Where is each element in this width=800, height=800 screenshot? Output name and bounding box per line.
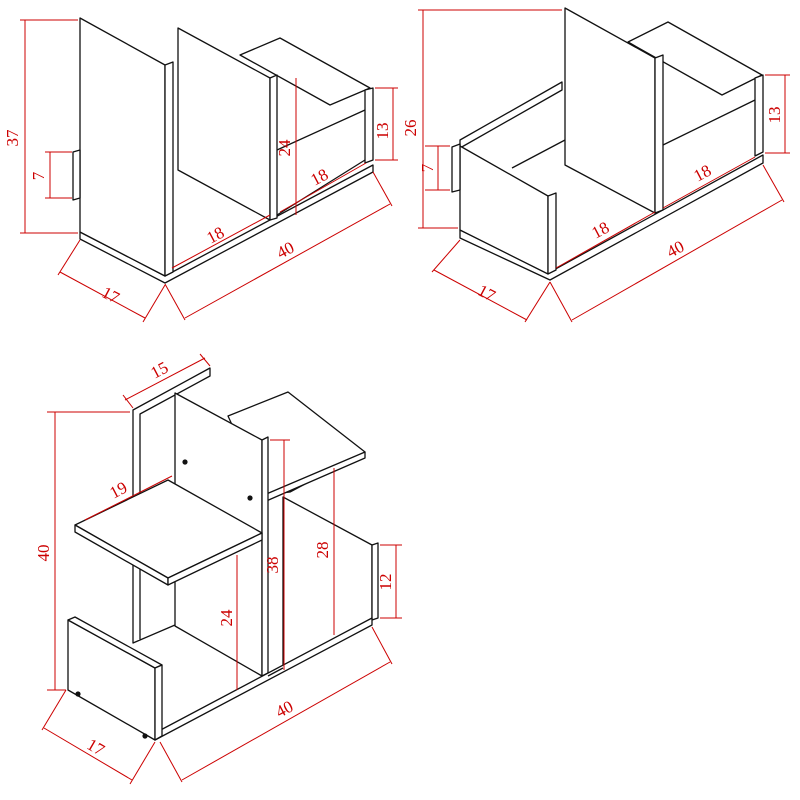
view-b-front-panel-edge — [547, 192, 557, 275]
view-b-dim-right-length: 18 — [690, 161, 714, 186]
view-c-screw-dot-1 — [182, 459, 188, 465]
view-a-dim-small-height: 7 — [29, 171, 48, 180]
view-a-middle-panel-edge — [269, 74, 278, 221]
view-b-dim-right-height: 13 — [765, 107, 784, 124]
view-a-small-block — [72, 149, 81, 201]
view-c-dim-depth: 17 — [84, 735, 109, 760]
view-c-middle-panel-edge — [261, 436, 269, 677]
view-b-tall-panel-edge — [654, 54, 664, 214]
view-c: 40 15 19 24 38 28 12 40 17 — [34, 353, 402, 785]
view-c-dim-inner-height: 24 — [217, 609, 236, 627]
view-b-dim-small-height: 7 — [418, 163, 437, 172]
view-c-dim-mid-height: 38 — [263, 557, 282, 574]
view-c-middle-shelf-front — [167, 532, 263, 586]
view-a: 37 7 24 13 18 18 40 17 — [3, 17, 398, 323]
view-a-right-end-panel — [364, 87, 374, 164]
view-c-right-box-end — [371, 542, 379, 621]
view-a-dim-center-length: 18 — [203, 223, 227, 248]
view-c-screw-dot-4 — [142, 733, 148, 739]
view-c-dim-right-height: 12 — [376, 574, 395, 591]
view-b-right-end-panel — [754, 74, 764, 157]
view-c-dim-right-inner: 28 — [313, 542, 332, 559]
view-a-right-back-panel — [239, 37, 371, 106]
view-a-dim-right-length: 18 — [307, 165, 331, 190]
view-c-dim-height-total: 40 — [34, 545, 53, 562]
view-c-screw-dot-3 — [75, 691, 81, 697]
view-b-small-block — [451, 143, 461, 193]
view-c-screw-dot-2 — [247, 495, 253, 501]
view-c-back-panel — [132, 367, 211, 644]
view-b-dim-length: 40 — [663, 237, 687, 262]
view-b: 26 7 13 18 18 40 17 — [401, 7, 790, 323]
view-b-dim-depth: 17 — [475, 281, 499, 306]
view-a-dim-center-height: 24 — [275, 139, 294, 157]
view-a-dim-right-height: 13 — [373, 123, 392, 140]
view-a-dim-height-total: 37 — [3, 129, 22, 147]
view-c-dim-shelf-depth: 19 — [106, 478, 130, 503]
view-a-dim-length: 40 — [273, 238, 297, 263]
view-c-dim-length: 40 — [272, 697, 296, 722]
view-b-left-back-panel — [459, 81, 563, 149]
view-b-dim-height-total: 26 — [401, 120, 420, 137]
view-b-dim-center-length: 18 — [588, 218, 612, 243]
view-a-tall-panel-edge — [164, 61, 174, 277]
view-a-tall-panel — [79, 17, 166, 277]
view-c-dim-top-width: 15 — [147, 358, 171, 383]
view-c-front-panel-edge — [154, 664, 163, 741]
